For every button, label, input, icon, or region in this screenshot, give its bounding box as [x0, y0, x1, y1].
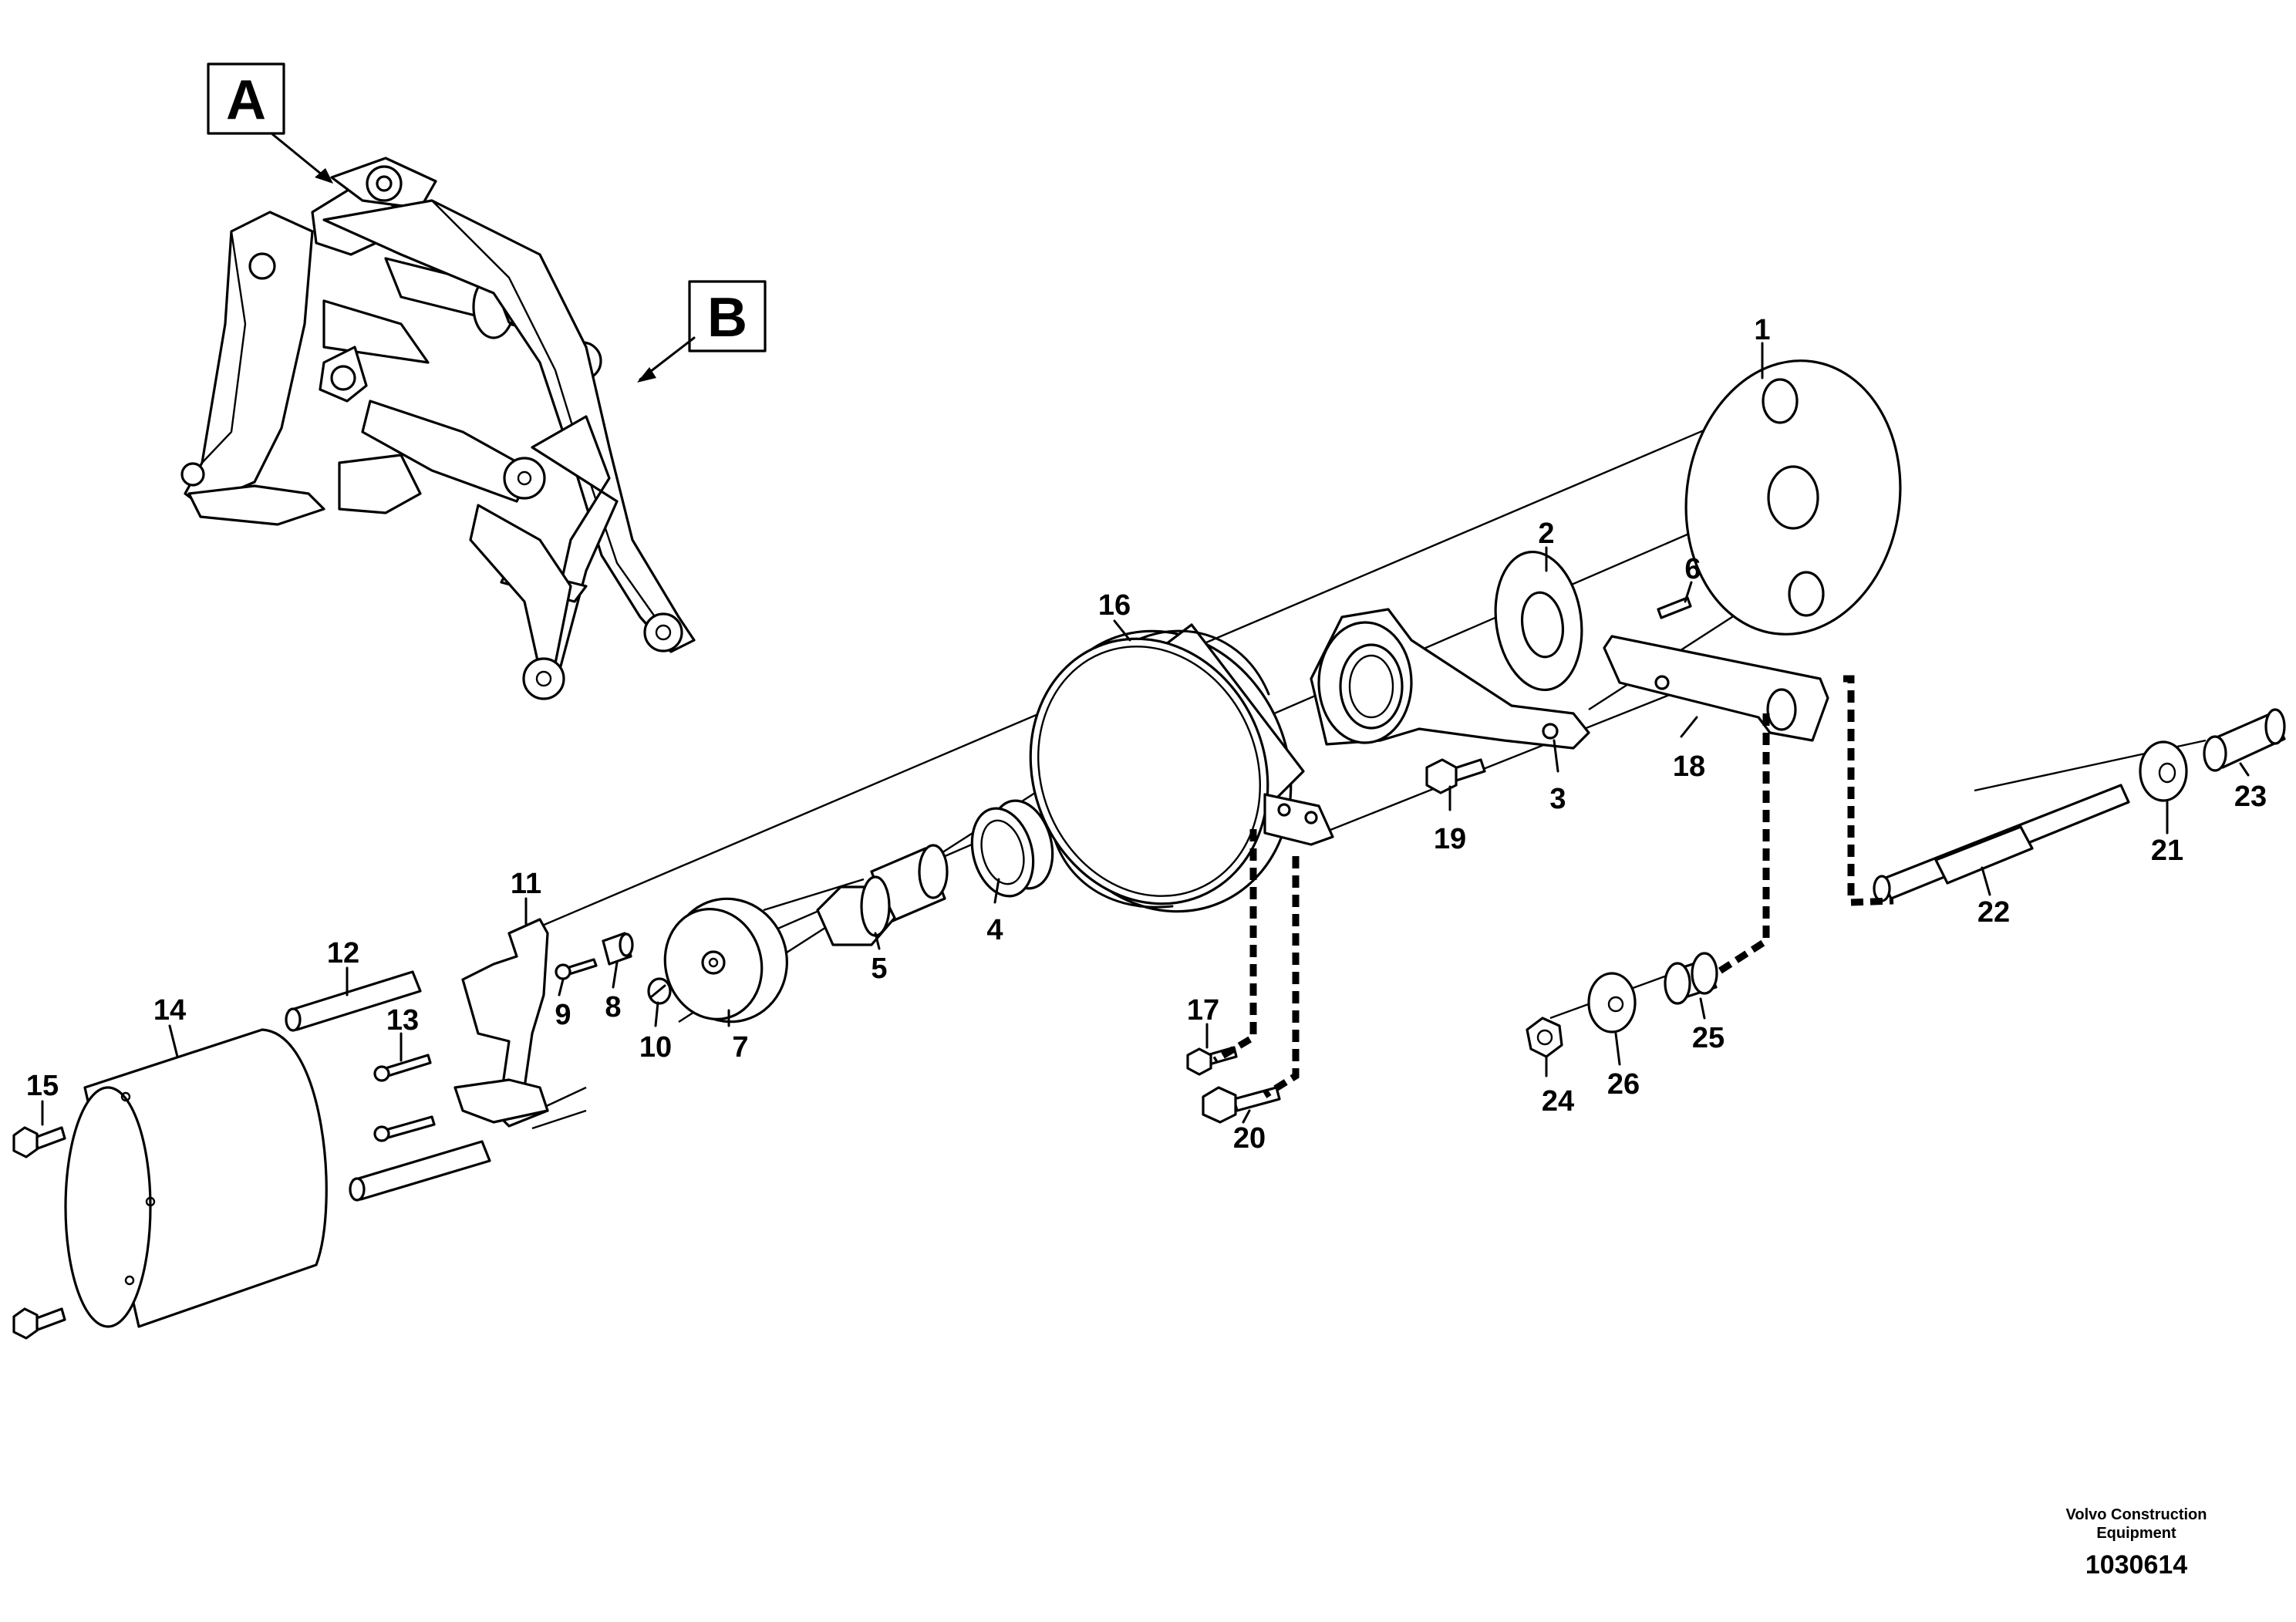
part-16-ring-guard: [1029, 623, 1334, 913]
label-part-3: 3: [1549, 783, 1566, 815]
label-part-12: 12: [327, 937, 359, 969]
callout-b: B: [637, 280, 767, 383]
part-14-cover: [64, 1028, 328, 1328]
label-part-1: 1: [1754, 314, 1770, 346]
part-12-lower-rod: [349, 1140, 491, 1202]
part-23-sleeve: [2203, 708, 2286, 772]
part-11-bracket: [453, 918, 549, 1128]
part-labels: 1 2 3 4 5 6 7 8 9 10 11 12 13 14 15 16 1…: [26, 314, 2267, 1155]
leader-lines: [41, 342, 2250, 1126]
label-part-8: 8: [605, 991, 621, 1023]
part-3-arm: [1310, 608, 1590, 750]
label-part-20: 20: [1233, 1122, 1266, 1155]
dashed-connectors: [1212, 675, 1894, 1098]
part-21-washer: [2139, 740, 2188, 802]
label-part-16: 16: [1098, 589, 1131, 622]
part-22-shaft: [1873, 784, 2130, 902]
footer: Volvo Construction Equipment 1030614: [2066, 1506, 2207, 1580]
part-26-washer: [1587, 972, 1637, 1034]
label-part-5: 5: [871, 953, 887, 985]
label-part-14: 14: [153, 994, 186, 1027]
label-part-23: 23: [2234, 781, 2267, 813]
label-part-18: 18: [1673, 750, 1705, 783]
label-part-6: 6: [1684, 553, 1701, 585]
callout-a: A: [207, 62, 333, 184]
label-part-7: 7: [732, 1031, 748, 1064]
label-part-22: 22: [1977, 896, 2010, 929]
label-part-10: 10: [639, 1031, 672, 1064]
label-part-21: 21: [2151, 835, 2183, 867]
part-4-bushing: [970, 799, 1054, 898]
part-7-cap: [663, 897, 788, 1023]
label-part-9: 9: [555, 999, 571, 1031]
part-10-pin: [647, 977, 672, 1005]
part-12-rod: [285, 970, 422, 1032]
label-part-25: 25: [1692, 1022, 1725, 1054]
label-part-24: 24: [1542, 1085, 1574, 1118]
part-15-bolt: [12, 1126, 66, 1340]
label-part-13: 13: [386, 1004, 419, 1037]
callout-a-label: A: [226, 69, 266, 131]
part-5-shaft: [816, 844, 949, 946]
machine-overview-illustration: [180, 157, 696, 700]
label-part-17: 17: [1187, 994, 1219, 1027]
company-name-line1: Volvo Construction: [2066, 1506, 2207, 1523]
assembly-center-lines: [416, 396, 2207, 1131]
part-9-screw: [555, 958, 598, 980]
part-2-washer: [1494, 550, 1583, 692]
part-8-sleeve: [602, 932, 634, 966]
figure-number: 1030614: [2085, 1550, 2187, 1580]
part-1-plate: [1684, 359, 1902, 636]
label-part-15: 15: [26, 1070, 59, 1102]
label-part-2: 2: [1538, 518, 1554, 550]
label-part-11: 11: [511, 868, 541, 900]
part-13-bolt: [373, 1054, 436, 1142]
label-part-26: 26: [1607, 1068, 1640, 1101]
part-17-bolt: [1186, 1046, 1238, 1076]
part-6-pin: [1657, 596, 1692, 619]
part-19-bolt: [1425, 758, 1486, 794]
label-part-19: 19: [1434, 823, 1466, 855]
company-name-line2: Equipment: [2096, 1525, 2176, 1542]
part-24-nut: [1526, 1017, 1563, 1058]
callout-b-label: B: [707, 287, 747, 349]
label-part-4: 4: [986, 914, 1003, 946]
part-25-spacer: [1664, 952, 1718, 1005]
part-18-bracket: [1603, 635, 1829, 742]
